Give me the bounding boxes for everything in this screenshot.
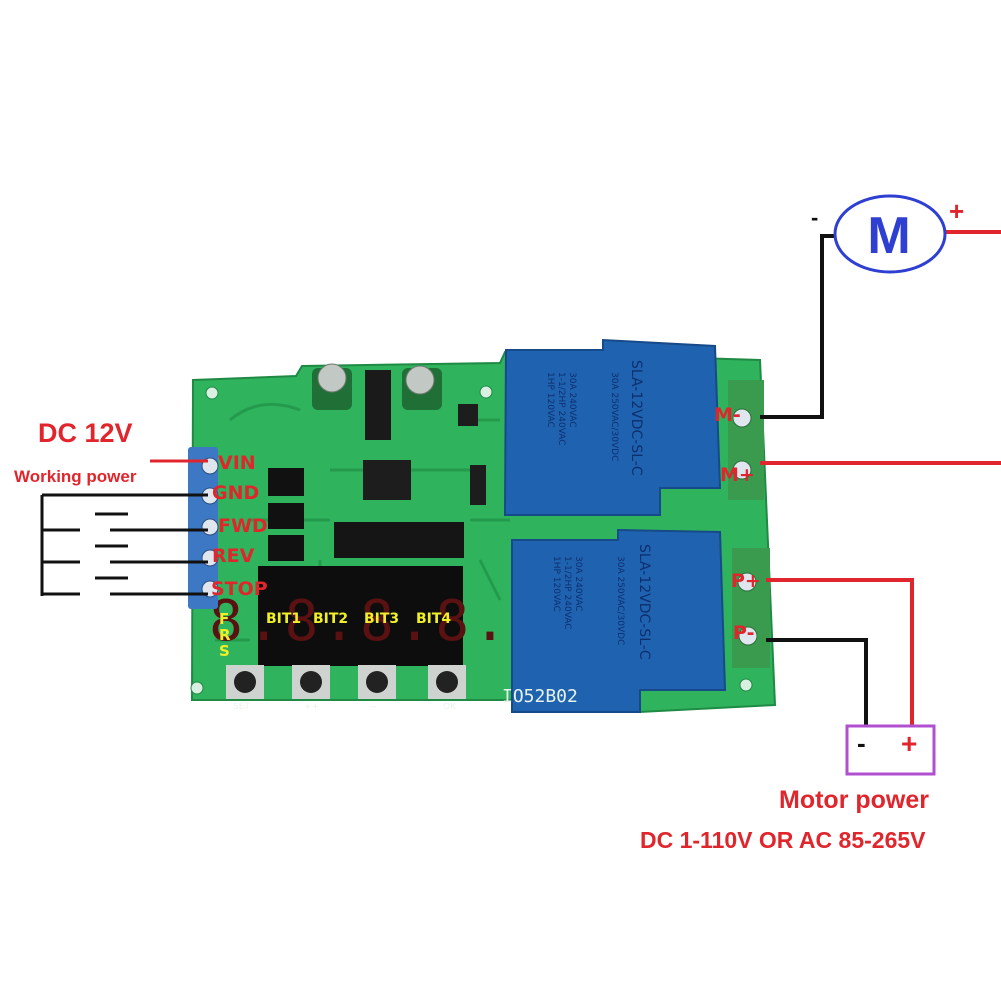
wire-power-plus	[766, 578, 914, 728]
power-caption-label: Working power	[14, 467, 137, 486]
optocoupler	[268, 535, 304, 561]
power-terminal-block	[732, 548, 770, 668]
svg-text:1HP 120VAC1-1/2HP 240VAC30A 24: 1HP 120VAC1-1/2HP 240VAC30A 240VAC	[545, 372, 577, 446]
svg-text:30A 250VAC/30VDC: 30A 250VAC/30VDC	[609, 372, 619, 461]
switch-stop	[95, 576, 208, 596]
button-ok[interactable]	[428, 665, 466, 699]
terminal-screw	[737, 572, 757, 592]
pin-motor-plus: M+	[720, 464, 755, 486]
display-bit4: BIT4	[416, 611, 452, 627]
pin-power-plus: P+	[731, 570, 761, 592]
mounting-hole	[739, 678, 753, 692]
mounting-hole	[479, 385, 493, 399]
display-digits: 8.8.8.8.	[209, 589, 511, 654]
switch-fwd	[95, 512, 208, 532]
transistor	[458, 404, 478, 426]
mounting-hole	[190, 681, 204, 695]
svg-text:SLA-12VDC-SL-C: SLA-12VDC-SL-C	[636, 544, 652, 660]
power-voltage-label: DC 12V	[38, 418, 133, 448]
motor-symbol	[833, 194, 947, 274]
terminal-screw	[732, 408, 752, 428]
motor-plus-sign: +	[949, 196, 965, 226]
supply-plus-sign: +	[901, 728, 918, 759]
terminal-screw	[732, 460, 752, 480]
button-ok-label: OK	[443, 702, 456, 712]
display-bit1: BIT1	[266, 611, 302, 627]
motor-supply-symbol	[845, 724, 936, 776]
motor-power-spec: DC 1-110V OR AC 85-265V	[640, 827, 926, 853]
wire-gnd-common	[40, 493, 208, 596]
wire-motor-minus	[760, 234, 835, 419]
relay-2: SLA-12VDC-SL-C 30A 250VAC/30VDC 1HP 120V…	[511, 528, 727, 713]
pin-motor-minus: M-	[714, 404, 741, 426]
label-s: S	[219, 642, 230, 660]
resistor-array	[334, 522, 464, 558]
relay-1: SLA-12VDC-SL-C 30A 250VAC/30VDC 1HP 120V…	[503, 338, 722, 516]
board-model-label: IO52B02	[502, 686, 578, 707]
button-set[interactable]	[226, 665, 264, 699]
button-set-label: SET	[233, 702, 250, 712]
svg-text:1HP 120VAC1-1/2HP 240VAC30A 24: 1HP 120VAC1-1/2HP 240VAC30A 240VAC	[551, 556, 583, 630]
display-bit3: BIT3	[364, 611, 400, 627]
button-plus-label: ++	[304, 702, 320, 712]
pin-power-minus: P-	[733, 622, 755, 644]
button-plus[interactable]	[292, 665, 330, 699]
pin-gnd: GND	[212, 482, 260, 504]
svg-text:30A 250VAC/30VDC: 30A 250VAC/30VDC	[615, 556, 625, 645]
button-minus-label: --	[370, 702, 377, 712]
pin-rev: REV	[212, 545, 255, 567]
seven-segment-display	[258, 566, 463, 666]
switch-rev	[95, 544, 208, 564]
transistor	[470, 465, 486, 505]
display-bit2: BIT2	[313, 611, 349, 627]
label-f: F	[219, 610, 230, 628]
capacitor	[312, 363, 352, 410]
pin-stop: STOP	[211, 578, 268, 600]
motor-minus-sign: -	[811, 205, 819, 230]
motor-letter: M	[867, 207, 910, 265]
svg-text:SLA-12VDC-SL-C: SLA-12VDC-SL-C	[628, 360, 644, 476]
mounting-hole	[205, 386, 219, 400]
ic-chip	[363, 460, 411, 500]
motor-power-title: Motor power	[779, 786, 929, 814]
pin-vin: VIN	[218, 452, 256, 474]
capacitor	[402, 365, 442, 410]
button-minus[interactable]	[358, 665, 396, 699]
optocoupler	[268, 503, 304, 529]
pin-fwd: FWD	[218, 515, 268, 537]
wire-power-minus	[766, 638, 868, 728]
supply-minus-sign: -	[857, 728, 866, 758]
optocoupler	[268, 468, 304, 496]
terminal-screw	[738, 626, 758, 646]
label-r: R	[219, 626, 231, 644]
voltage-regulator	[365, 370, 391, 440]
motor-terminal-block	[728, 380, 764, 500]
terminal-screw	[201, 518, 219, 536]
